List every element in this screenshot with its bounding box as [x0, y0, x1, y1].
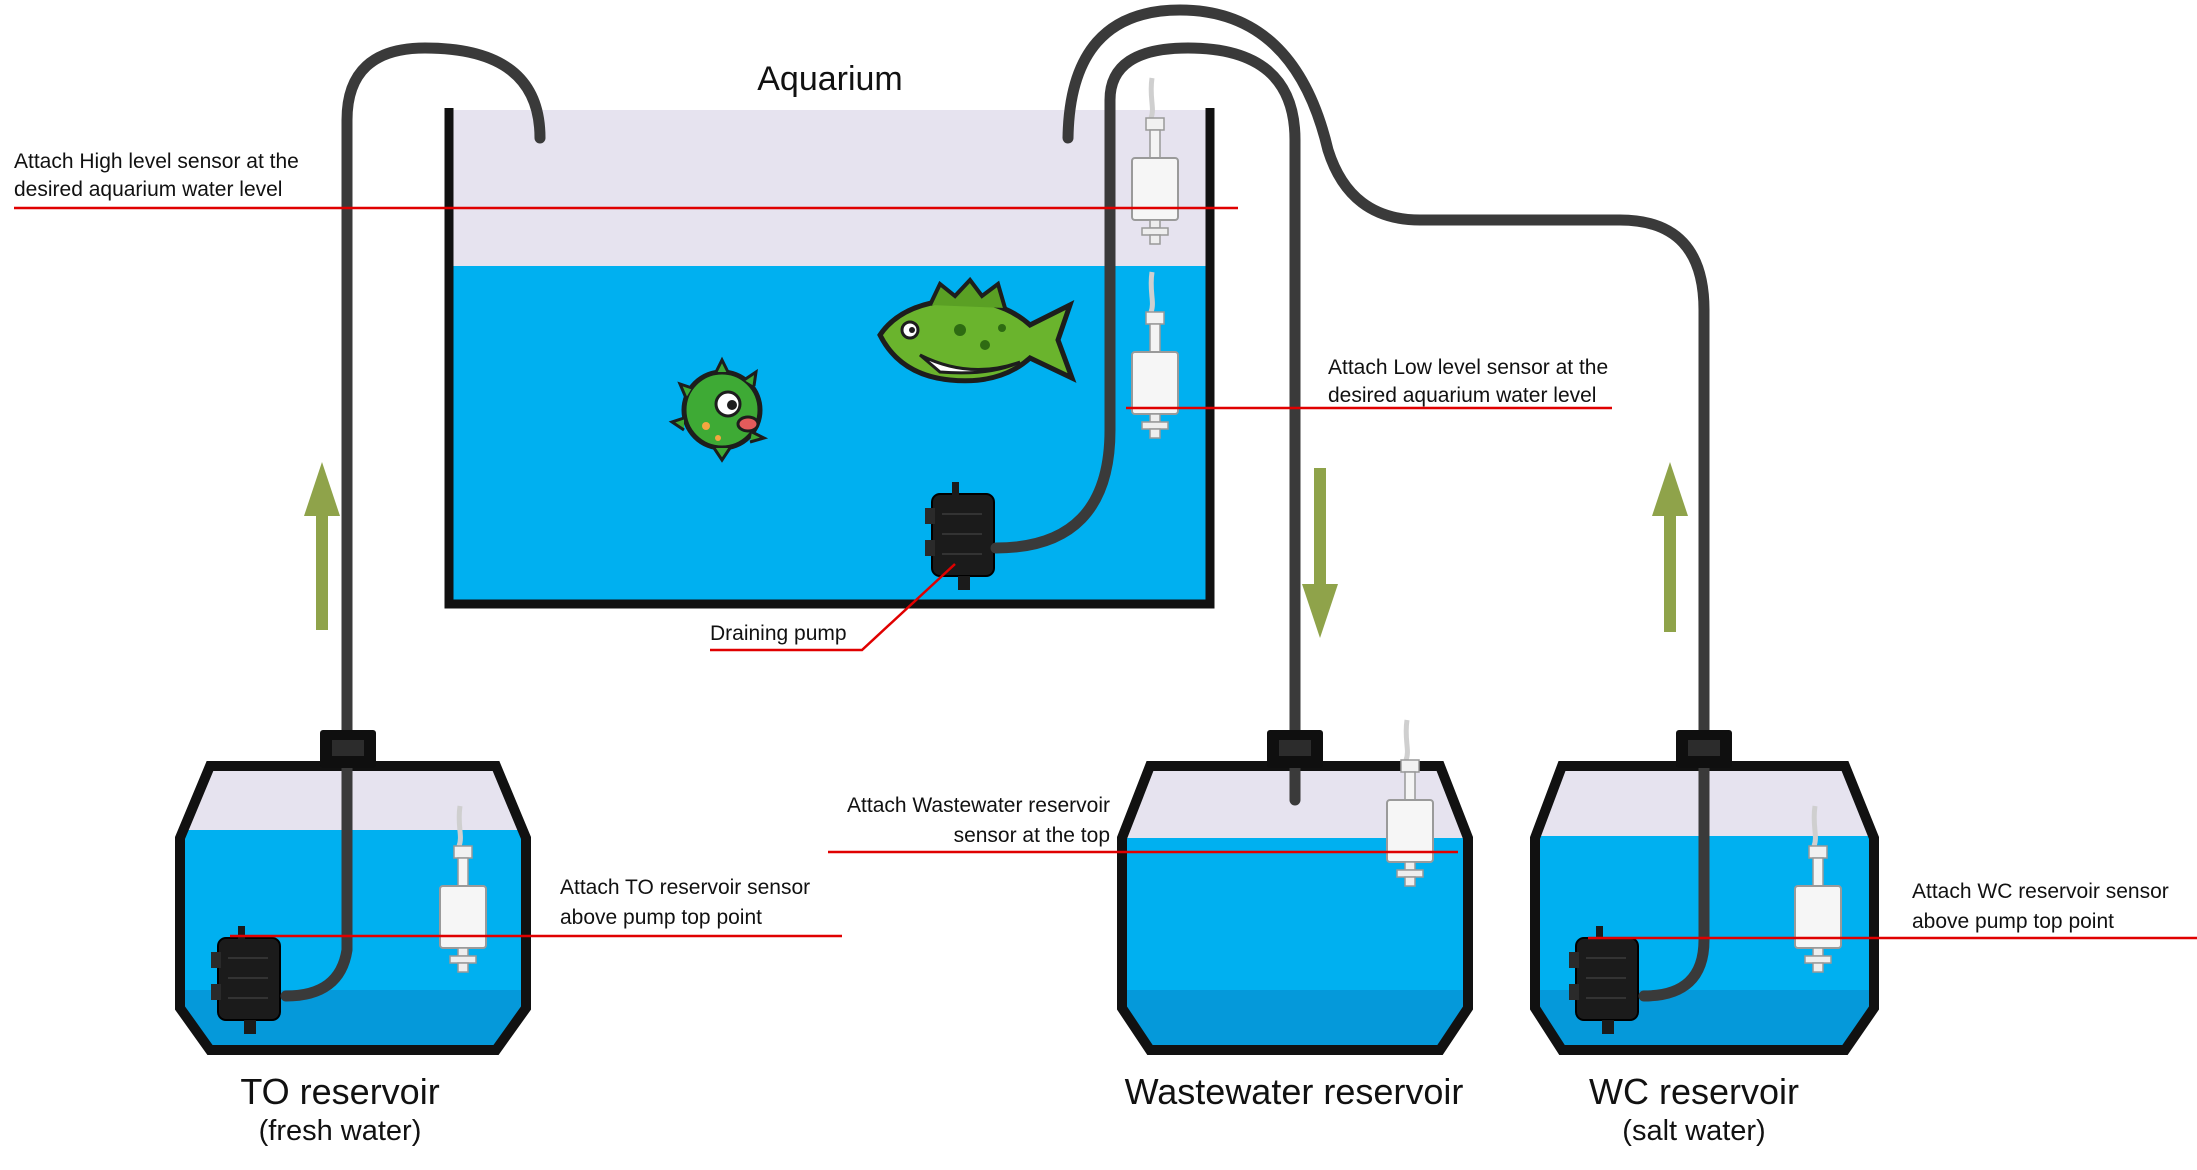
- wastewater-reservoir-label: Wastewater reservoir: [1125, 1071, 1464, 1112]
- pufferfish-icon: [668, 356, 769, 463]
- wc-sensor-note-line-1: Attach WC reservoir sensor: [1912, 880, 2169, 903]
- wastewater-sensor-note-line-2: sensor at the top: [954, 824, 1110, 847]
- annotation-lines: [14, 206, 2197, 940]
- arrow-up-icon: [304, 462, 340, 630]
- to-reservoir-label: TO reservoir: [240, 1071, 439, 1112]
- wastewater-sensor-note-line-1: Attach Wastewater reservoir: [847, 794, 1110, 817]
- to-pump-icon: [210, 925, 281, 1035]
- wc-reservoir-note: (salt water): [1622, 1115, 1765, 1147]
- wc-sensor-note-line-2: above pump top point: [1912, 910, 2114, 933]
- wc-reservoir-label: WC reservoir: [1589, 1071, 1799, 1112]
- wastewater-float-sensor-icon: [1387, 720, 1433, 886]
- to-reservoir-note: (fresh water): [259, 1115, 422, 1147]
- draining-pump-note: Draining pump: [710, 622, 847, 645]
- wc-tube: [1062, 4, 1710, 1002]
- low-sensor-note-line-2: desired aquarium water level: [1328, 384, 1596, 407]
- wastewater-tube: [990, 42, 1301, 806]
- to-tube-connector-icon: [320, 730, 376, 768]
- arrow-down-icon: [1302, 468, 1338, 638]
- wc-pump-icon: [1568, 925, 1639, 1035]
- low-sensor-note-line-1: Attach Low level sensor at the: [1328, 356, 1608, 379]
- to-sensor-note-line-2: above pump top point: [560, 906, 762, 929]
- to-sensor-note-line-1: Attach TO reservoir sensor: [560, 876, 810, 899]
- fish-icon: [877, 276, 1077, 384]
- tubes: [280, 4, 1710, 1002]
- aquarium-tank: [444, 108, 1215, 609]
- high-sensor-note-line-1: Attach High level sensor at the: [14, 150, 299, 173]
- high-sensor-note-line-2: desired aquarium water level: [14, 178, 282, 201]
- wc-tube-connector-icon: [1676, 730, 1732, 768]
- high-level-float-sensor-icon: [1132, 78, 1178, 244]
- wastewater-reservoir-tank: [1117, 761, 1473, 1055]
- arrow-up-icon: [1652, 462, 1688, 632]
- to-tube: [280, 42, 546, 1002]
- aquarium-title: Aquarium: [757, 60, 903, 98]
- draining-pump-icon: [924, 481, 995, 591]
- wastewater-tube-connector-icon: [1267, 730, 1323, 768]
